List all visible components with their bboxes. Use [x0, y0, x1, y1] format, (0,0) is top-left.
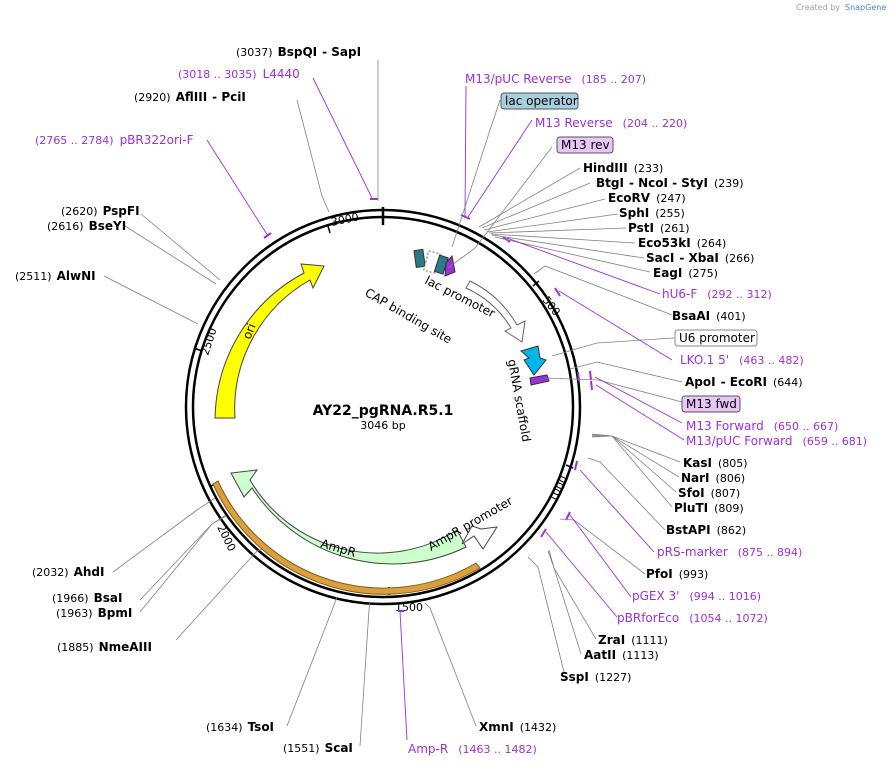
- enzyme-label-sphi: SphI(255): [619, 206, 685, 220]
- m13-fwd-label-box: [681, 395, 741, 413]
- lac-operator-label: lac operator: [505, 94, 578, 108]
- primer-label-m13-reverse: M13 Reverse(204 .. 220): [535, 116, 687, 130]
- ampr-outline-band: [212, 480, 481, 595]
- enzyme-label-bsaai: BsaAI(401): [672, 309, 746, 323]
- enzyme-label-bspqi: (3037)BspQI- SapI: [236, 45, 361, 59]
- m13-rev-feature: [444, 254, 456, 277]
- credit-brand: SnapGene: [845, 3, 886, 12]
- enzyme-label-btgi: BtgI- NcoI - StyI(239): [596, 176, 744, 190]
- primer-label-m13-puc-forward: M13/pUC Forward(659 .. 681): [686, 434, 867, 448]
- tick-label-3000: 3000: [330, 210, 360, 229]
- enzyme-label-bpmi: (1963)BpmI: [56, 606, 132, 620]
- enzyme-labels: (3037)BspQI- SapI (2920)AflIII- PciI (26…: [15, 45, 803, 755]
- primer-label-pbrforeco: pBRforEco(1054 .. 1072): [617, 611, 768, 625]
- ampr-feature-arrow: [230, 469, 467, 565]
- primer-label-prs-marker: pRS-marker(875 .. 894): [657, 545, 802, 559]
- enzyme-label-kasi: KasI(805): [683, 456, 748, 470]
- primer-leader-lines: [206, 77, 685, 741]
- plasmid-size: 3046 bp: [360, 419, 405, 432]
- plasmid-name: AY22_pgRNA.R5.1: [313, 403, 454, 419]
- enzyme-label-eco53ki: Eco53kI(264): [638, 236, 726, 250]
- enzyme-label-pspfi: (2620)PspFI: [61, 204, 140, 218]
- tick-label-500: 500: [540, 294, 563, 319]
- leader-lines: [103, 60, 683, 747]
- primer-labels: (3018 .. 3035)L4440 (2765 .. 2784)pBR322…: [35, 67, 867, 756]
- enzyme-label-zrai: ZraI(1111): [598, 633, 668, 647]
- primer-label-l4440: (3018 .. 3035)L4440: [178, 67, 300, 81]
- credit-prefix: Created by: [796, 3, 840, 12]
- primer-label-amp-r: Amp-R(1463 .. 1482): [408, 742, 537, 756]
- enzyme-label-tsoi: (1634)TsoI: [206, 720, 274, 734]
- enzyme-label-psti: PstI(261): [628, 221, 690, 235]
- ori-feature-arrow: [214, 263, 325, 419]
- ampr-promoter-label: AmpR promoter: [426, 494, 516, 554]
- m13-rev-label: M13 rev: [561, 138, 610, 152]
- enzyme-label-scai: (1551)ScaI: [283, 741, 353, 755]
- grna-scaffold-arrow: [519, 345, 547, 376]
- primer-marks: [263, 198, 593, 612]
- enzyme-label-apoi: ApoI- EcoRI(644): [685, 375, 803, 389]
- m13-rev-label-box: [556, 136, 614, 154]
- u6-promoter-label-box: [674, 329, 758, 347]
- ampr-label: AmpR: [319, 536, 357, 559]
- enzyme-label-saci: SacI- XbaI(266): [646, 251, 754, 265]
- primer-label-hu6-f: hU6-F(292 .. 312): [662, 287, 772, 301]
- enzyme-label-ecorv: EcoRV(247): [608, 191, 686, 205]
- enzyme-label-hindiii: HindIII(233): [583, 161, 663, 175]
- enzyme-label-nari: NarI(806): [681, 471, 745, 485]
- enzyme-label-pfoi: PfoI(993): [646, 567, 708, 581]
- primer-label-pbr322ori-f: (2765 .. 2784)pBR322ori-F: [35, 133, 194, 147]
- cap-binding-site-box: [413, 248, 426, 269]
- grna-scaffold-label: gRNA scaffold: [505, 358, 533, 443]
- enzyme-label-bseyi: (2616)BseYI: [47, 219, 126, 233]
- boxed-labels: lac operator M13 rev U6 promoter M13 fwd: [500, 92, 758, 413]
- enzyme-label-bsai: (1966)BsaI: [52, 591, 122, 605]
- tick-label-1500: 1500: [395, 601, 423, 614]
- lac-operator-label-box: [500, 92, 579, 110]
- primer-label-lko1-5: LKO.1 5'(463 .. 482): [680, 353, 804, 367]
- u6-promoter-arrow: [465, 280, 526, 343]
- primer-label-m13-forward: M13 Forward(650 .. 667): [686, 419, 838, 433]
- enzyme-label-aatii: AatII(1113): [584, 648, 659, 662]
- primer-label-pgex-3: pGEX 3'(994 .. 1016): [632, 589, 761, 603]
- ori-label: ori: [240, 321, 259, 341]
- enzyme-label-ahdi: (2032)AhdI: [32, 565, 104, 579]
- enzyme-label-pluti: PluTI(809): [674, 501, 744, 515]
- enzyme-label-sfoi: SfoI(807): [678, 486, 740, 500]
- enzyme-label-bstapi: BstAPI(862): [666, 523, 746, 537]
- m13-fwd-feature: [529, 374, 550, 386]
- enzyme-label-afliii: (2920)AflIII- PciI: [134, 90, 246, 104]
- primer-label-m13-puc-reverse: M13/pUC Reverse(185 .. 207): [465, 72, 646, 86]
- enzyme-label-sspi: SspI(1227): [560, 670, 631, 684]
- m13-fwd-label: M13 fwd: [686, 397, 737, 411]
- enzyme-label-nmeaiii: (1885)NmeAIII: [57, 640, 152, 654]
- enzyme-label-eagi: EagI(275): [653, 266, 718, 280]
- enzyme-label-xmni: XmnI(1432): [479, 720, 556, 734]
- tick-label-1000: 1000: [546, 474, 571, 505]
- ampr-promoter-arrow: [461, 525, 498, 550]
- u6-promoter-label: U6 promoter: [679, 331, 755, 345]
- enzyme-label-alwni: (2511)AlwNI: [15, 269, 96, 283]
